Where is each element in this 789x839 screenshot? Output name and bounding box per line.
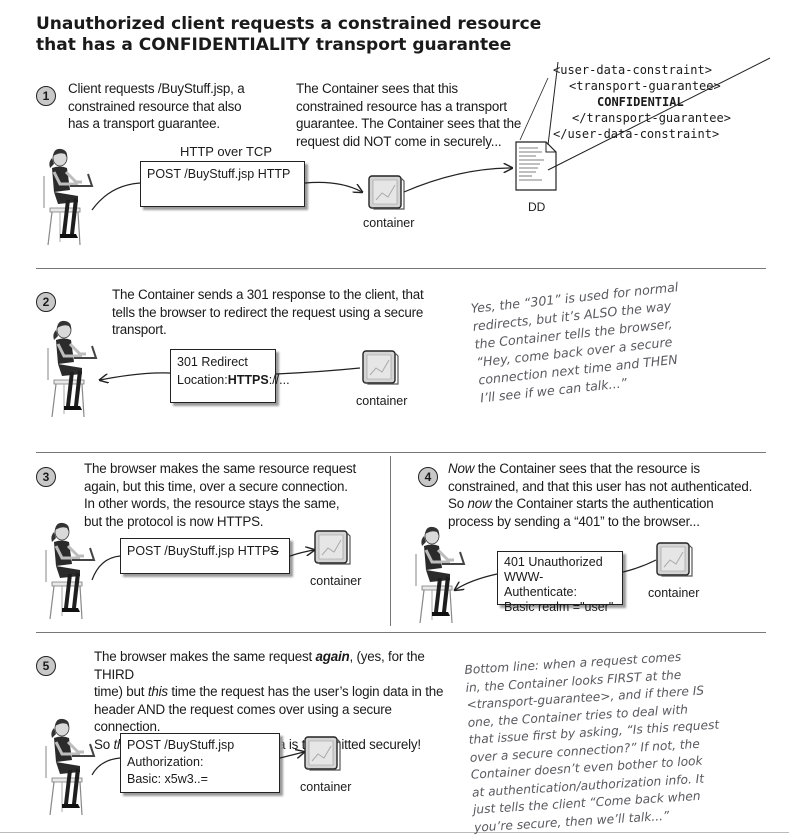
xml-line-3: CONFIDENTIAL — [597, 95, 684, 109]
step-5-container-label: container — [300, 780, 352, 794]
step-3-request-struck: S — [270, 544, 279, 558]
step-1-container-label: container — [363, 216, 415, 230]
step-3-request-box: POST /BuyStuff.jsp HTTPS — [120, 538, 290, 574]
step-2-badge: 2 — [36, 292, 56, 312]
xml-line-2: <transport-guarantee> — [569, 79, 721, 93]
xml-line-1: <user-data-constraint> — [553, 63, 712, 77]
step-2-text: The Container sends a 301 response to th… — [112, 287, 424, 337]
step-1-protocol-label: HTTP over TCP — [180, 144, 272, 159]
divider-bottom — [0, 832, 789, 833]
step-1-client-text: Client requests /BuyStuff.jsp, a constra… — [68, 81, 245, 131]
page-title: Unauthorized client requests a constrain… — [36, 14, 542, 55]
step-2-response-box: 301 Redirect Location:HTTPS://... — [170, 349, 290, 403]
step-3-request-prefix: POST /BuyStuff.jsp HTTP — [127, 544, 271, 558]
step-5-request-box: POST /BuyStuff.jsp Authorization: Basic:… — [120, 733, 280, 793]
step-1-container-text: The Container sees that this constrained… — [296, 81, 522, 149]
step-3-text: The browser makes the same resource requ… — [84, 461, 356, 529]
divider-1 — [36, 268, 766, 269]
step-3-badge: 3 — [36, 467, 56, 487]
step-2-response-line-1: 301 Redirect — [177, 355, 248, 369]
divider-2 — [36, 452, 766, 453]
step-1-request-box: POST /BuyStuff.jsp HTTP — [140, 161, 305, 207]
divider-3 — [36, 632, 766, 633]
step-1-badge: 1 — [36, 86, 56, 106]
step-5-badge: 5 — [36, 656, 56, 676]
step-4-text: Now the Container sees that the resource… — [448, 461, 753, 529]
xml-line-5: </user-data-constraint> — [553, 127, 720, 141]
step-2-response-line-2: Location:HTTPS://... — [177, 373, 290, 387]
step-4-response-box: 401 Unauthorized WWW-Authenticate: Basic… — [497, 551, 623, 614]
step-2-container-label: container — [356, 394, 408, 408]
step-4-container-label: container — [648, 586, 700, 600]
dd-label: DD — [528, 200, 546, 214]
step-3-container-label: container — [310, 574, 362, 588]
step-4-badge: 4 — [418, 467, 438, 487]
dd-document-icon — [515, 141, 557, 191]
divider-vertical — [390, 456, 391, 626]
